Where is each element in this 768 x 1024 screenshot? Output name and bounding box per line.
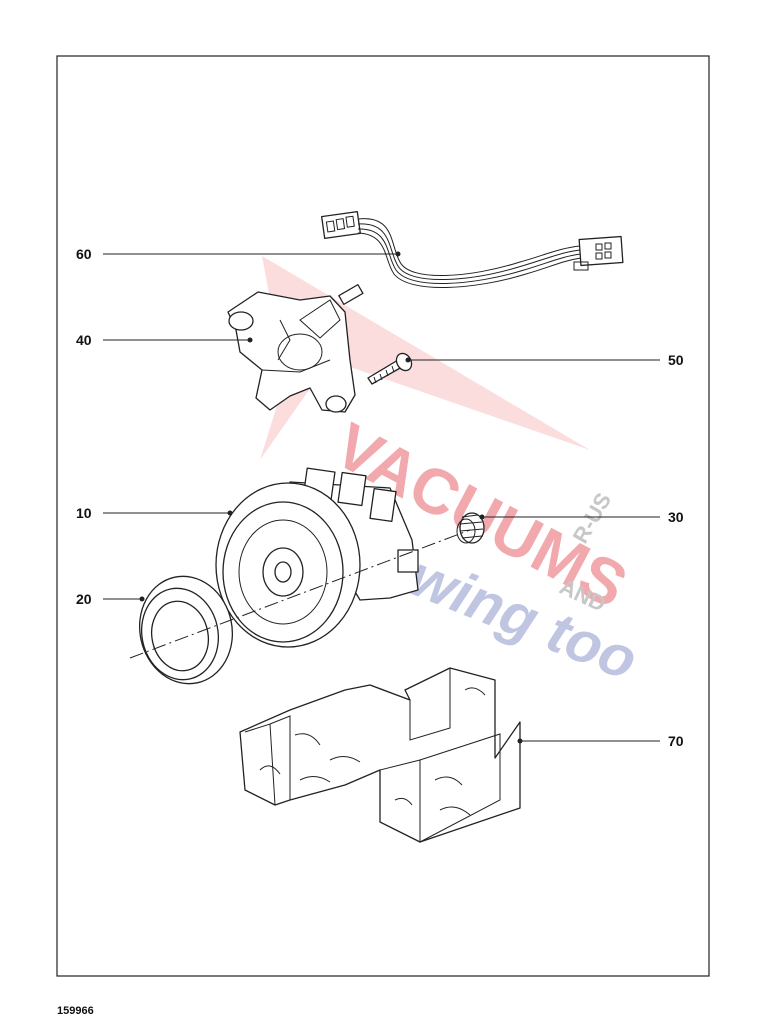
watermark-red-arrow: [260, 256, 590, 460]
assembly-axis-line: [129, 529, 471, 659]
motor-bracket-part: [227, 284, 364, 413]
foam-insert-part: [239, 667, 521, 843]
callout-label-60: 60: [76, 246, 92, 262]
diagram-frame: [56, 55, 710, 977]
callout-label-40: 40: [76, 332, 92, 348]
callout-60: 60: [76, 246, 401, 262]
callout-20: 20: [76, 591, 145, 607]
callout-10: 10: [76, 505, 233, 521]
callout-label-70: 70: [668, 733, 684, 749]
callout-label-50: 50: [668, 352, 684, 368]
motor-part: [215, 467, 419, 648]
callout-30: 30: [479, 509, 684, 525]
callout-label-30: 30: [668, 509, 684, 525]
seal-ring-part: [138, 575, 234, 685]
watermark-badge-top: R-US: [568, 488, 617, 547]
callout-50: 50: [405, 352, 684, 368]
callout-70: 70: [517, 733, 684, 749]
callout-label-20: 20: [76, 591, 92, 607]
pinion-gear-part: [456, 512, 485, 544]
callout-label-10: 10: [76, 505, 92, 521]
document-id: 159966: [57, 1005, 94, 1017]
callout-40: 40: [76, 332, 253, 348]
wiring-harness-part: [320, 210, 624, 289]
